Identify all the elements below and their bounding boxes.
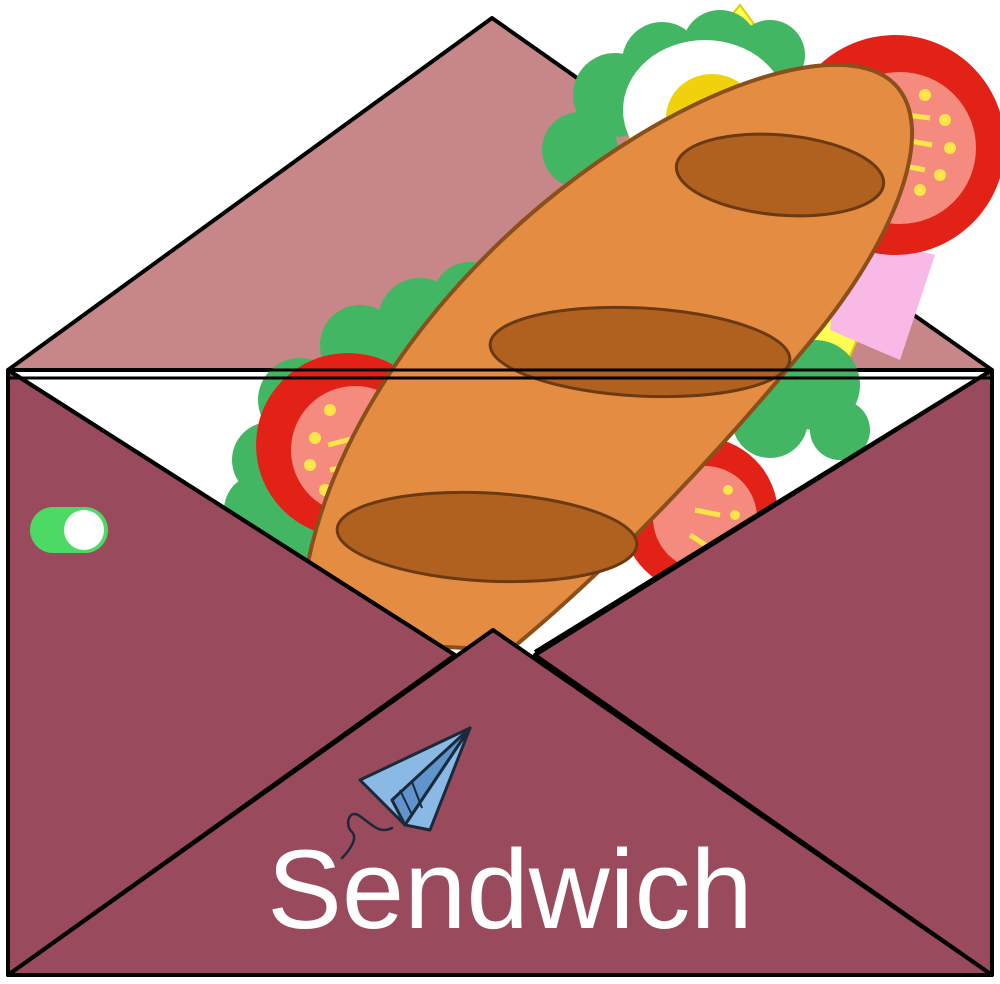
wordmark: Sendwich	[267, 827, 753, 952]
baguette-slash-2	[488, 305, 792, 399]
toggle-switch-icon[interactable]	[30, 507, 108, 553]
baguette	[298, 62, 914, 652]
baguette-slash-3	[335, 490, 639, 584]
paper-plane-icon	[340, 726, 472, 860]
envelope-bottom-flap	[6, 628, 994, 977]
baguette-slash-1	[674, 132, 886, 218]
